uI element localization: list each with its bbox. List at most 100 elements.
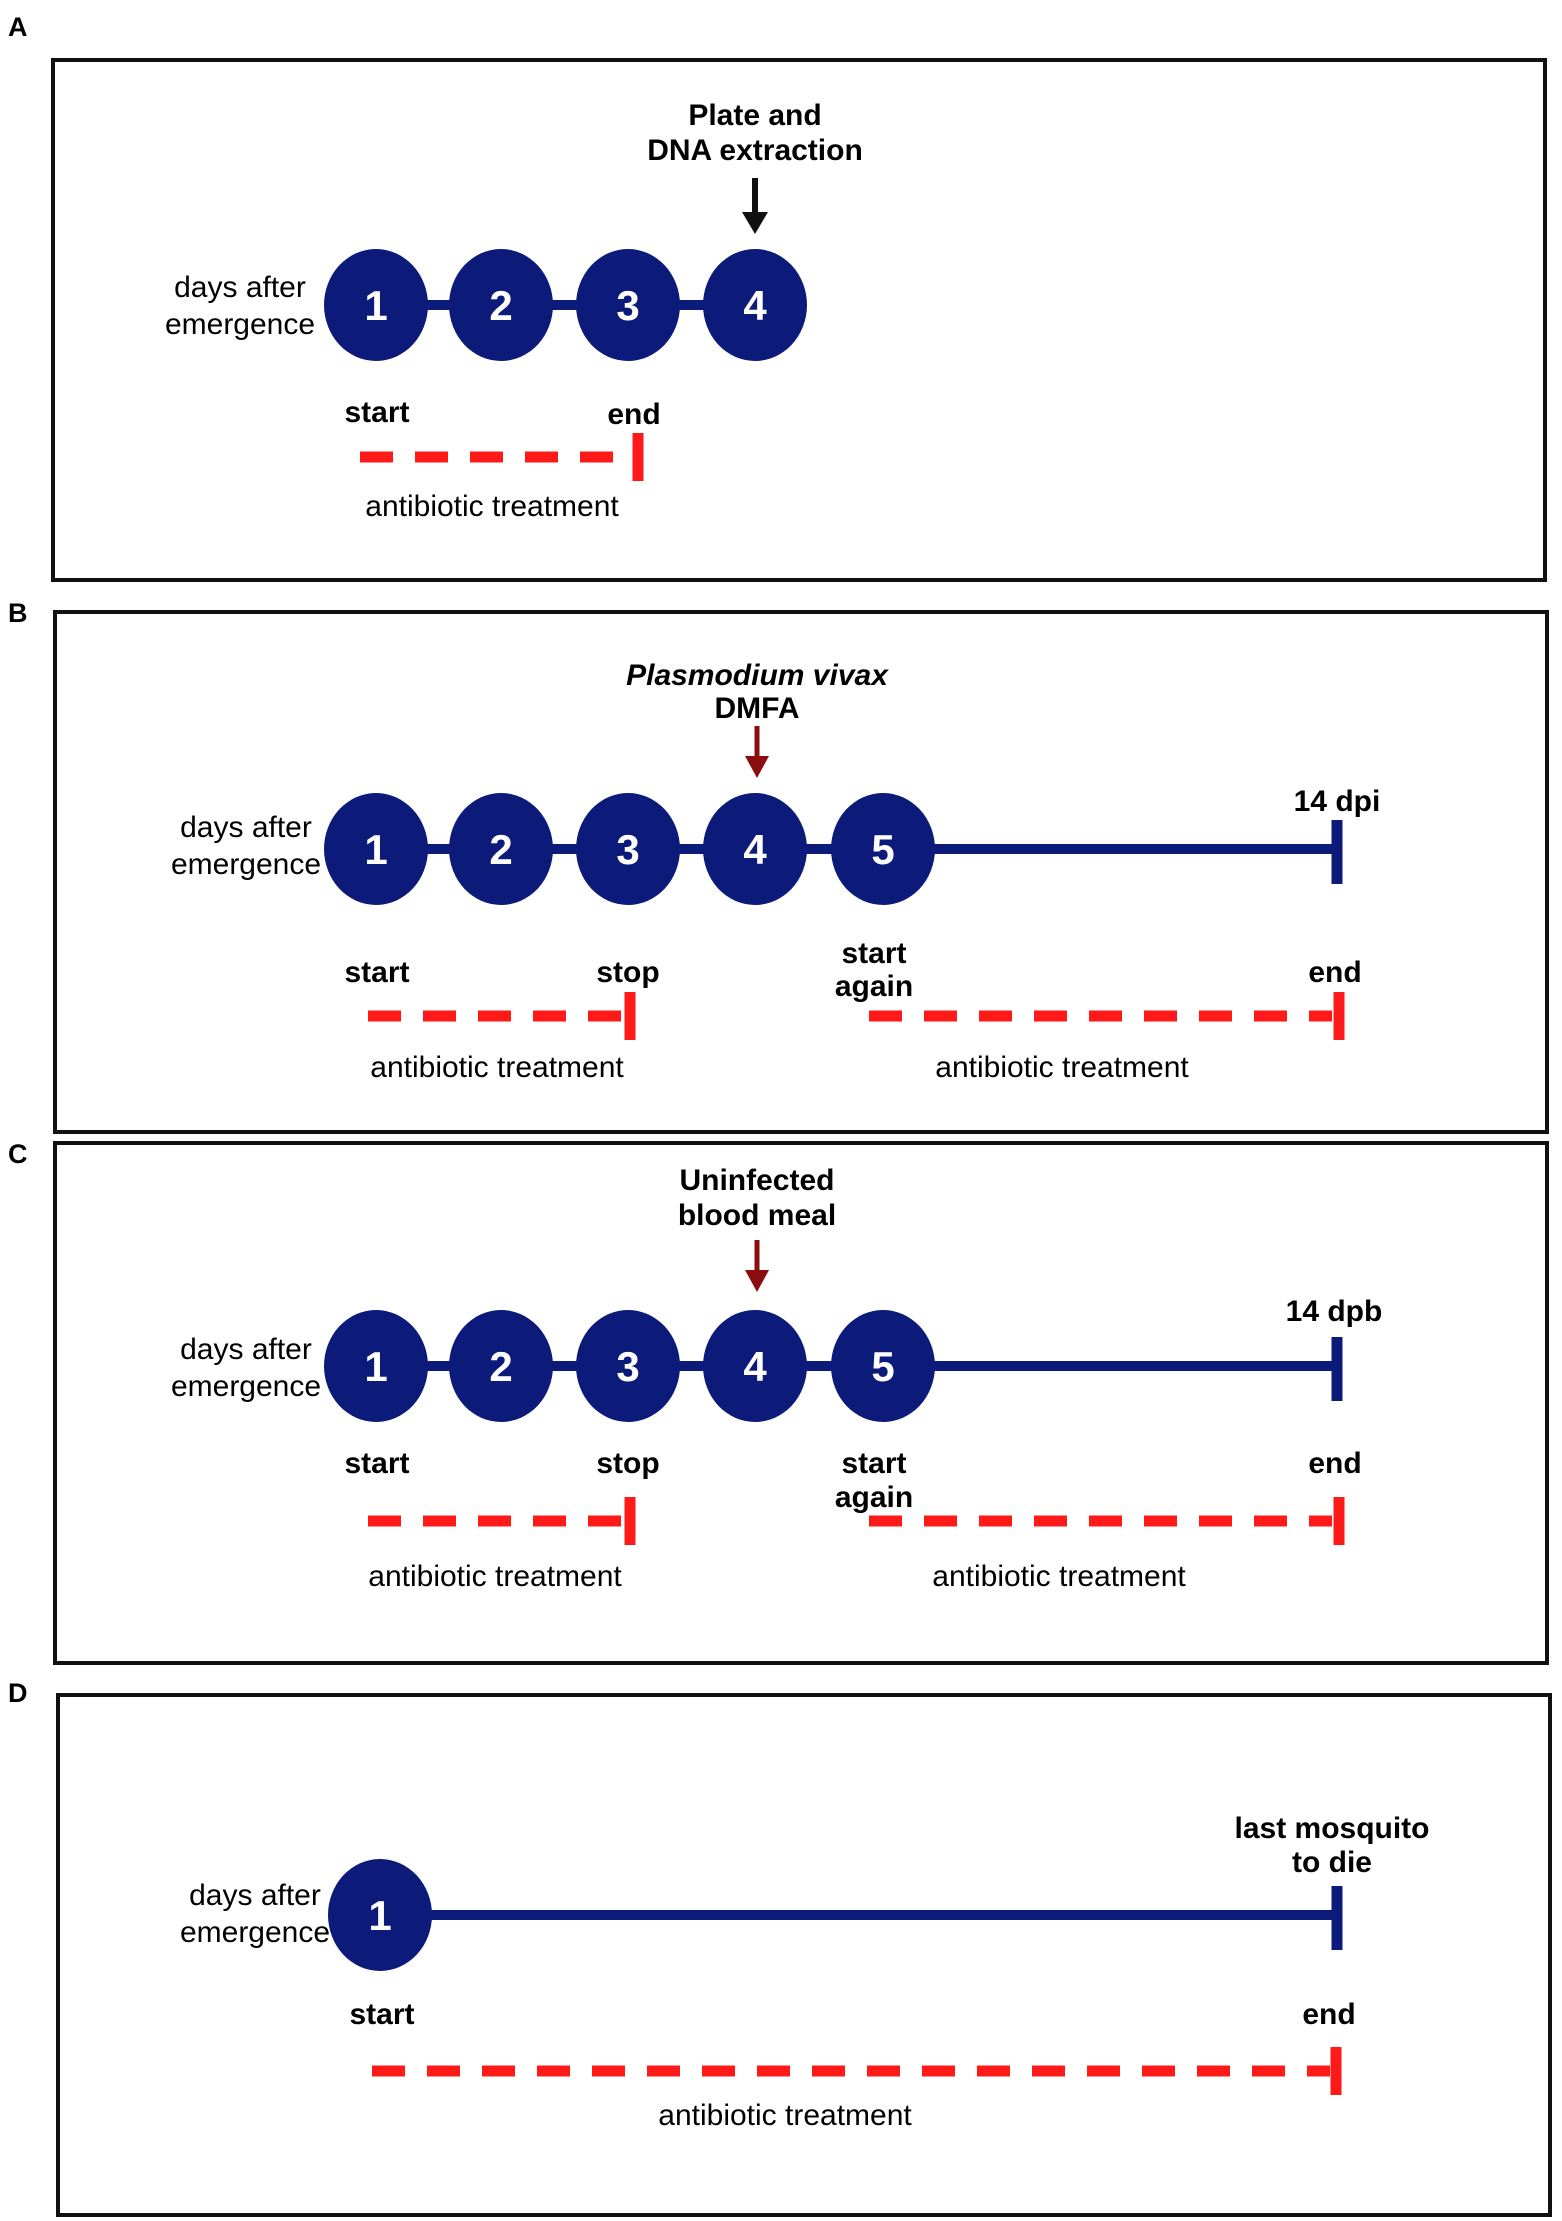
treatment-caption: antibiotic treatment [368,1560,622,1593]
day-number: 2 [489,1343,512,1390]
row-label-line-2: emergence [171,848,321,881]
day-number: 4 [743,282,767,329]
day-node-4: 4 [703,1310,807,1422]
day-node-2: 2 [449,1310,553,1422]
day-node-3: 3 [576,1310,680,1422]
treatment-start-label-line-2: again [835,970,913,1003]
day-node-1: 1 [324,1310,428,1422]
row-label-b: days after emergence [171,811,321,881]
panel-label-b: B [8,598,28,628]
panel-d: D last mosquito to die days after emerge… [8,1678,1552,2217]
panel-frame-b [53,610,1549,1134]
timeline-end-label: 14 dpi [1294,785,1381,818]
timeline-end-label-line-2: to die [1292,1846,1372,1879]
treatment-start-label: start [344,1447,409,1480]
treatment-end-label: end [1302,1998,1355,2031]
event-label-line-1: Plate and [688,99,821,132]
event-annotation-a: Plate and DNA extraction [647,99,863,234]
row-label-line-1: days after [174,271,306,304]
panel-frame-a [51,58,1547,582]
timeline-end-label-line-1: last mosquito [1234,1812,1429,1845]
day-number: 3 [616,826,639,873]
day-timeline-b: 1 2 3 4 5 [324,793,1343,905]
treatment-caption: antibiotic treatment [932,1560,1186,1593]
day-node-1: 1 [324,249,428,361]
day-number: 2 [489,826,512,873]
day-number: 5 [871,1343,894,1390]
treatment-caption: antibiotic treatment [658,2099,912,2132]
treatment-start-label: start [344,396,409,429]
event-label-line-1: Uninfected [679,1164,834,1197]
day-node-5: 5 [831,793,935,905]
row-label-line-2: emergence [165,308,315,341]
day-node-1: 1 [328,1859,432,1971]
event-label-line-2: DMFA [715,692,800,725]
treatment-caption: antibiotic treatment [935,1051,1189,1084]
antibiotic-treatment-c-2: start again end antibiotic treatment [835,1447,1362,1593]
day-number: 4 [743,826,767,873]
row-label-line-1: days after [180,811,312,844]
day-node-5: 5 [831,1310,935,1422]
treatment-end-label: stop [596,1447,659,1480]
row-label-line-2: emergence [180,1916,330,1949]
day-number: 1 [368,1892,391,1939]
antibiotic-treatment-a: start end antibiotic treatment [344,396,660,523]
antibiotic-treatment-d: start end antibiotic treatment [349,1998,1355,2132]
panel-c: C Uninfected blood meal 14 dpb days afte… [8,1139,1549,1665]
treatment-start-label: start [344,956,409,989]
event-label-line-2: blood meal [678,1199,836,1232]
row-label-c: days after emergence [171,1333,321,1403]
day-number: 4 [743,1343,767,1390]
event-annotation-c: Uninfected blood meal [678,1164,836,1292]
day-node-3: 3 [576,249,680,361]
treatment-start-label-line-2: again [835,1481,913,1514]
treatment-end-label: end [1308,1447,1361,1480]
panel-label-c: C [8,1139,28,1169]
day-node-2: 2 [449,793,553,905]
event-label-line-1: Plasmodium vivax [626,659,889,692]
panel-a: A Plate and DNA extraction days after em… [8,12,1547,582]
day-number: 1 [364,1343,387,1390]
day-timeline-a: 1 2 3 4 [324,249,807,361]
arrow-head-icon [745,1270,769,1292]
day-timeline-d: 1 [328,1859,1343,1971]
treatment-start-label: start [841,937,906,970]
row-label-a: days after emergence [165,271,315,341]
day-number: 3 [616,1343,639,1390]
row-label-line-1: days after [189,1879,321,1912]
arrow-head-icon [745,756,769,778]
treatment-end-label: end [607,398,660,431]
day-node-1: 1 [324,793,428,905]
panel-label-d: D [8,1678,28,1708]
panel-b: B Plasmodium vivax DMFA 14 dpi days afte… [8,598,1549,1134]
day-number: 5 [871,826,894,873]
antibiotic-treatment-b-1: start stop antibiotic treatment [344,956,659,1084]
treatment-start-label: start [841,1447,906,1480]
treatment-end-label: end [1308,956,1361,989]
day-node-4: 4 [703,249,807,361]
row-label-d: days after emergence [180,1879,330,1949]
day-number: 1 [364,826,387,873]
antibiotic-treatment-c-1: start stop antibiotic treatment [344,1447,659,1593]
treatment-caption: antibiotic treatment [370,1051,624,1084]
antibiotic-treatment-b-2: start again end antibiotic treatment [835,937,1362,1084]
day-timeline-c: 1 2 3 4 5 [324,1310,1343,1422]
timeline-end-annotation-d: last mosquito to die [1234,1812,1429,1879]
timeline-end-label: 14 dpb [1286,1295,1383,1328]
treatment-end-label: stop [596,956,659,989]
event-label-line-2: DNA extraction [647,134,863,167]
panel-frame-d [56,1693,1552,2217]
row-label-line-2: emergence [171,1370,321,1403]
day-node-3: 3 [576,793,680,905]
event-annotation-b: Plasmodium vivax DMFA [626,659,889,778]
arrow-head-icon [742,212,768,234]
day-number: 3 [616,282,639,329]
treatment-start-label: start [349,1998,414,2031]
treatment-caption: antibiotic treatment [365,490,619,523]
row-label-line-1: days after [180,1333,312,1366]
day-number: 1 [364,282,387,329]
panel-label-a: A [8,12,28,42]
day-node-4: 4 [703,793,807,905]
day-number: 2 [489,282,512,329]
